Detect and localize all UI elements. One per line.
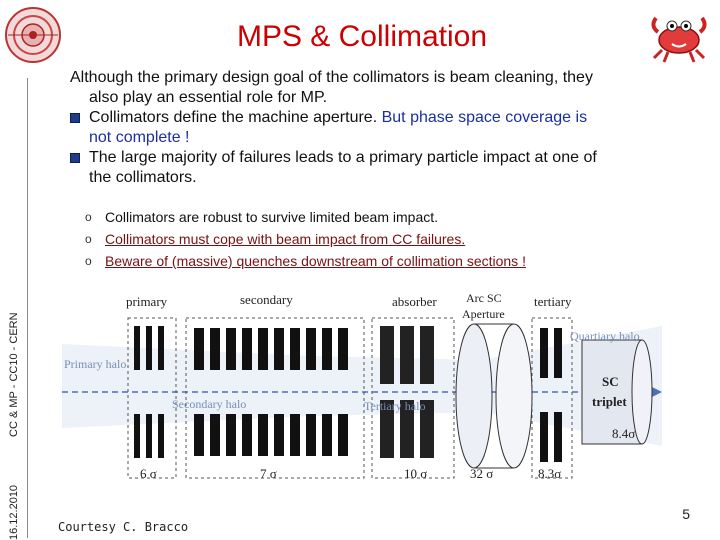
sub-bullet-3-text: Beware of (massive) quenches downstream …: [105, 253, 526, 269]
square-bullet-icon: [70, 153, 80, 163]
circle-bullet-icon: o: [85, 254, 92, 268]
page-number: 5: [682, 506, 690, 522]
label-quartiary-halo: Quartiary halo: [570, 329, 640, 343]
label-secondary-halo: Secondary halo: [172, 397, 246, 411]
sidebar-divider: [27, 78, 28, 538]
bullet-1: Collimators define the machine aperture.…: [70, 108, 670, 148]
label-primary-halo: Primary halo: [64, 357, 126, 371]
sidebar-footer: 16.12.2010 CC & MP - CC10 - CERN: [8, 280, 20, 540]
sigma-primary: 6 σ: [140, 466, 157, 481]
label-arc-sc: Arc SC: [466, 291, 502, 305]
sidebar-conference: CC & MP - CC10 - CERN: [8, 312, 20, 437]
bullet-1-blue-2: not complete !: [89, 129, 190, 146]
square-bullet-icon: [70, 113, 80, 123]
bullet-1-blue: But phase space coverage is: [381, 109, 588, 126]
intro-line-2: also play an essential role for MP.: [89, 89, 328, 106]
sub-bullet-1-text: Collimators are robust to survive limite…: [105, 209, 439, 225]
sigma-secondary: 7 σ: [260, 466, 277, 481]
sigma-absorber: 10 σ: [404, 466, 427, 481]
sub-bullet-1: o Collimators are robust to survive limi…: [85, 206, 665, 228]
lhc-logo-icon: [5, 7, 61, 63]
label-tertiary-halo: Tertiary halo: [364, 399, 425, 413]
intro-line-1: Although the primary design goal of the …: [70, 69, 593, 86]
intro-paragraph: Although the primary design goal of the …: [70, 68, 670, 108]
label-triplet: triplet: [592, 394, 627, 409]
crab-logo-icon: [651, 16, 707, 63]
collimation-diagram: primary secondary absorber Arc SC Apertu…: [62, 291, 662, 481]
circle-bullet-icon: o: [85, 210, 92, 224]
sub-bullets: o Collimators are robust to survive limi…: [85, 206, 665, 272]
label-secondary: secondary: [240, 292, 293, 307]
bullet-1-black: Collimators define the machine aperture.: [89, 109, 378, 126]
label-tertiary: tertiary: [534, 294, 572, 309]
label-absorber: absorber: [392, 294, 437, 309]
main-text: Although the primary design goal of the …: [70, 68, 670, 188]
sidebar-date: 16.12.2010: [8, 484, 20, 540]
label-arc-aperture: Aperture: [462, 307, 505, 321]
bullet-2: The large majority of failures leads to …: [70, 148, 670, 188]
label-sigma-84: 8.4σ: [612, 426, 635, 441]
label-sc: SC: [602, 374, 619, 389]
bullet-2-line-1: The large majority of failures leads to …: [89, 149, 597, 166]
sub-bullet-2-text: Collimators must cope with beam impact f…: [105, 231, 466, 247]
courtesy-note: Courtesy C. Bracco: [58, 520, 189, 534]
page-title: MPS & Collimation: [236, 20, 488, 53]
label-primary: primary: [126, 294, 168, 309]
circle-bullet-icon: o: [85, 232, 92, 246]
bullet-2-line-2: the collimators.: [89, 169, 197, 186]
sigma-arc: 32 σ: [470, 466, 493, 481]
sigma-tertiary: 8.3σ: [538, 466, 561, 481]
sub-bullet-2: o Collimators must cope with beam impact…: [85, 228, 665, 250]
sub-bullet-3: o Beware of (massive) quenches downstrea…: [85, 250, 665, 272]
